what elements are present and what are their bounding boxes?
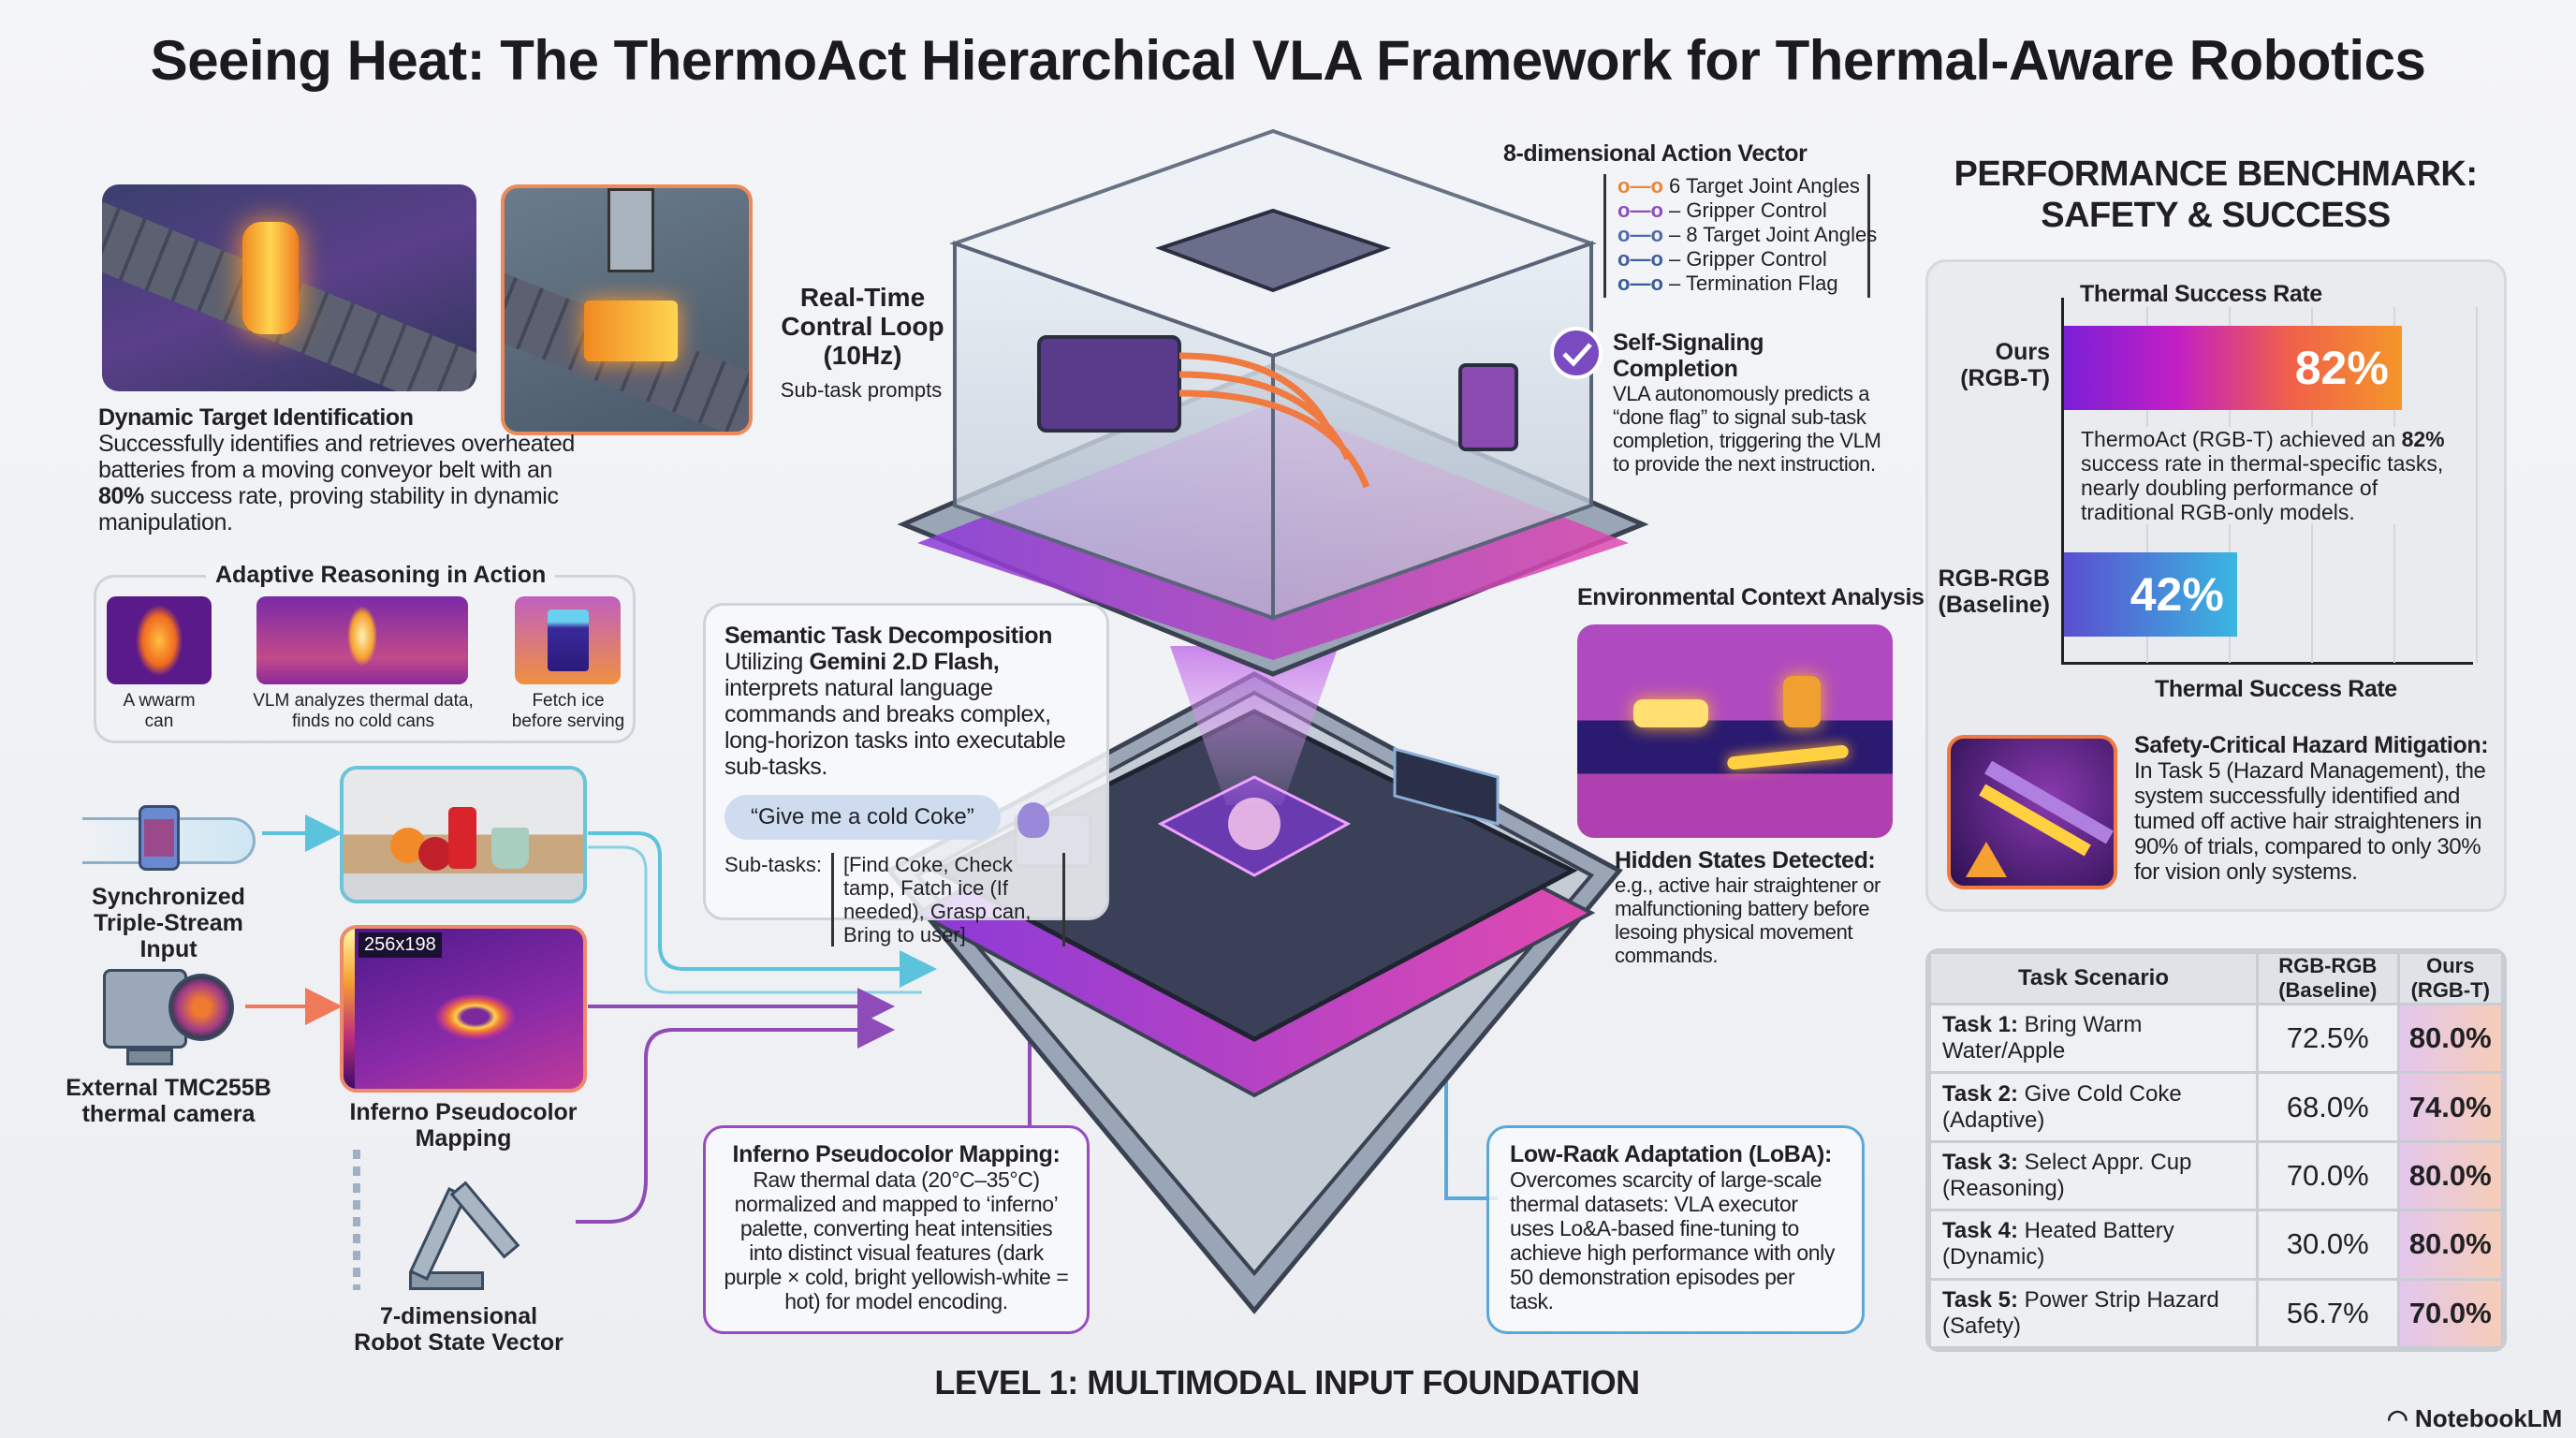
task-cell: Task 5: Power Strip Hazard (Safety) <box>1928 1277 2259 1349</box>
category-label-ours: Ours (RGB-T) <box>1960 339 2050 391</box>
baseline-cell: 68.0% <box>2256 1071 2400 1143</box>
rgb-to-core-line <box>588 831 937 988</box>
table-row: Task 2: Give Cold Coke (Adaptive)68.0%74… <box>1928 1071 2504 1143</box>
action-vector-item: o—o – 8 Target Joint Angles <box>1617 223 1878 246</box>
table-row: Task 5: Power Strip Hazard (Safety)56.7%… <box>1928 1277 2504 1349</box>
bar-ours: 82% <box>2064 326 2402 410</box>
thermal-camera-label: External TMC255B thermal camera <box>66 1075 271 1127</box>
ours-cell: 80.0% <box>2396 1209 2504 1281</box>
notebooklm-brand: ◠ NotebookLM <box>2387 1404 2563 1432</box>
control-loop-sub: Sub-task prompts <box>780 378 943 402</box>
kitchen-thermal-image <box>1577 624 1893 838</box>
control-loop-title: Real-Time Contral Loop (10Hz) <box>781 283 944 370</box>
hidden-states-text: Hidden States Detected: e.g., active hai… <box>1615 847 1881 967</box>
ours-cell: 74.0% <box>2396 1071 2504 1143</box>
adaptive-caption-2: VLM analyzes thermal data, finds no cold… <box>253 691 474 731</box>
connector-node-icon: o—o <box>1617 271 1669 295</box>
level-label: LEVEL 1: MULTIMODAL INPUT FOUNDATION <box>934 1363 1640 1401</box>
inferno-mapping-panel: Inferno Pseudocolor Mapping: Raw thermal… <box>703 1125 1090 1334</box>
memory-modules <box>1037 335 1181 433</box>
chart-plot: 82% ThermoAct (RGB-T) achieved an 82% su… <box>2061 298 2478 665</box>
benchmark-title: PERFORMANCE BENCHMARK: SAFETY & SUCCESS <box>1954 154 2478 235</box>
dynamic-target-heading: Dynamic Target Identification <box>98 404 414 431</box>
action-vector-item: o—o – Termination Flag <box>1617 271 1838 295</box>
thermal-image-label: Inferno Pseudocolor Mapping <box>349 1099 578 1152</box>
hazard-text: Safety-Critical Hazard Mitigation: In Ta… <box>2134 732 2489 885</box>
action-vector-item: o—o – Gripper Control <box>1617 247 1827 271</box>
chart-xlabel: Thermal Success Rate <box>2155 676 2397 702</box>
task-cell: Task 2: Give Cold Coke (Adaptive) <box>1928 1071 2259 1143</box>
category-label-baseline: RGB-RGB (Baseline) <box>1938 565 2050 618</box>
action-vector-item: o—o 6 Target Joint Angles <box>1617 174 1860 198</box>
page-title: Seeing Heat: The ThermoAct Hierarchical … <box>150 29 2426 92</box>
ours-cell: 80.0% <box>2396 1002 2504 1075</box>
thermal-camera-icon <box>103 960 243 1072</box>
results-table: Task Scenario RGB-RGB (Baseline) Ours (R… <box>1925 948 2507 1352</box>
thermal-inferno-image: 256x198 <box>340 925 587 1093</box>
connector-node-icon: o—o <box>1617 198 1669 222</box>
connector-node-icon: o—o <box>1617 174 1669 198</box>
baseline-cell: 30.0% <box>2256 1209 2400 1281</box>
robot-to-core-line <box>576 1011 895 1224</box>
warning-icon <box>1966 842 2007 877</box>
warm-can-thermal-image <box>107 596 212 684</box>
wrist-camera-icon <box>82 791 260 885</box>
gridline <box>2476 307 2478 663</box>
light-beam <box>1170 646 1339 805</box>
user-command-bubble: “Give me a cold Coke” <box>724 795 1001 840</box>
adaptive-caption-3: Fetch ice before serving <box>511 691 625 731</box>
user-avatar-icon <box>1017 801 1050 838</box>
baseline-cell: 56.7% <box>2256 1277 2400 1349</box>
baseline-cell: 70.0% <box>2256 1139 2400 1212</box>
chart-note: ThermoAct (RGB-T) achieved an 82% succes… <box>2081 427 2474 524</box>
gripper-battery-image <box>501 184 753 435</box>
robot-state-label: 7-dimensional Robot State Vector <box>354 1303 564 1356</box>
task-cell: Task 4: Heated Battery (Dynamic) <box>1928 1209 2259 1281</box>
task-cell: Task 3: Select Appr. Cup (Reasoning) <box>1928 1139 2259 1212</box>
check-circle-icon <box>1550 327 1603 379</box>
thermal-resolution-label: 256x198 <box>359 932 442 958</box>
action-vector-title: 8-dimensional Action Vector <box>1503 140 1808 167</box>
table-row: Task 4: Heated Battery (Dynamic)30.0%80.… <box>1928 1209 2504 1281</box>
rgb-to-core-line-2 <box>588 845 922 994</box>
wrist-input-label: Synchronized Triple-Stream Input <box>92 884 245 962</box>
subtasks-list: [Find Coke, Check tamp, Fatch ice (If ne… <box>830 853 1065 946</box>
hair-straightener-warning-image <box>1947 735 2117 889</box>
conveyor-can-image <box>102 184 476 391</box>
adaptive-reasoning-heading: Adaptive Reasoning in Action <box>206 562 556 589</box>
notebooklm-logo-icon: ◠ <box>2387 1404 2415 1432</box>
bar-baseline: 42% <box>2064 552 2237 637</box>
top-chip <box>1155 208 1391 293</box>
self-signal-text: Self-Signaling Completion VLA autonomous… <box>1613 330 1881 476</box>
environment-title: Environmental Context Analysis <box>1577 584 1925 610</box>
robot-arm-icon <box>353 1150 568 1299</box>
ours-cell: 70.0% <box>2396 1277 2504 1349</box>
connector-node-icon: o—o <box>1617 247 1669 271</box>
table-thermal-image <box>256 596 468 684</box>
connector-node-icon: o—o <box>1617 223 1669 246</box>
table-row: Task 3: Select Appr. Cup (Reasoning)70.0… <box>1928 1139 2504 1212</box>
heat-pipes <box>1178 352 1370 489</box>
dynamic-target-text: Dynamic Target Identification Successful… <box>98 404 585 536</box>
monitor-screen <box>1393 747 1500 826</box>
rgb-scene-image <box>340 766 587 903</box>
adaptive-caption-1: A wwarm can <box>123 691 196 731</box>
chart-title: Thermal Success Rate <box>2080 281 2322 307</box>
action-vector-item: o—o – Gripper Control <box>1617 198 1827 222</box>
bar-baseline-label: 42% <box>2130 568 2224 621</box>
lora-panel: Low-Raαk Adaptation (LoBA): Overcomes sc… <box>1486 1125 1865 1334</box>
task-cell: Task 1: Bring Warm Water/Apple <box>1928 1002 2259 1075</box>
ours-cell: 80.0% <box>2396 1139 2504 1212</box>
baseline-cell: 72.5% <box>2256 1002 2400 1075</box>
bar-ours-label: 82% <box>2294 342 2389 394</box>
ice-bucket-thermal-image <box>515 596 621 684</box>
semantic-decomposition-panel: Semantic Task Decomposition Utilizing Ge… <box>703 603 1109 946</box>
